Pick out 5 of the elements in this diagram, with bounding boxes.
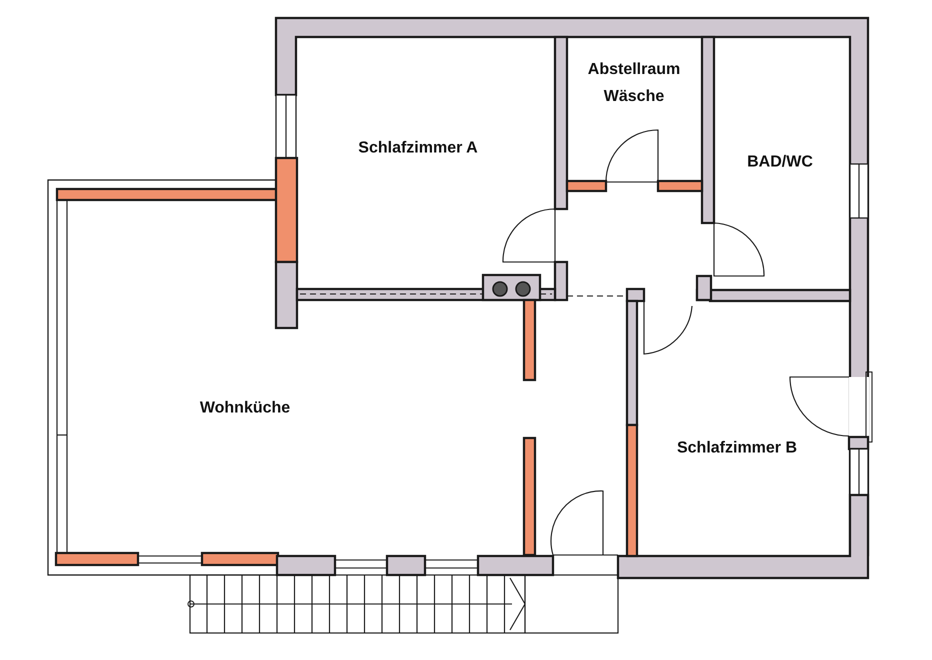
room-name: Abstellraum Wäsche [580,56,688,110]
room-name: BAD/WC [747,148,813,176]
room-name: Wohnküche [200,394,290,422]
room-name: Schlafzimmer B [676,434,798,462]
room-name: Schlafzimmer A [358,134,478,162]
